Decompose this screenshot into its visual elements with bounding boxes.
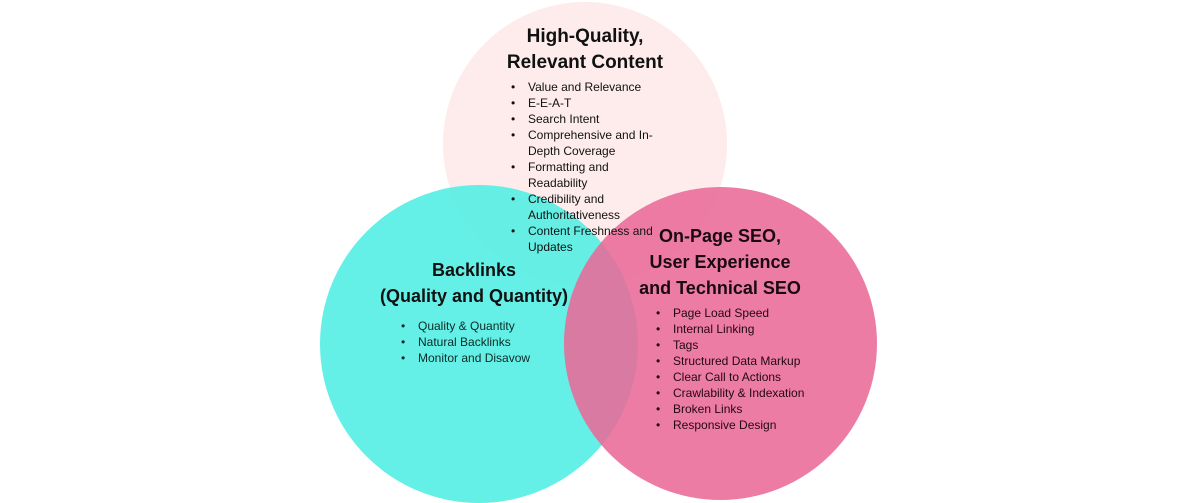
- title-line: and Technical SEO: [639, 278, 801, 298]
- onpage-seo-items-list: Page Load Speed Internal Linking Tags St…: [653, 305, 833, 433]
- list-item: Monitor and Disavow: [398, 350, 568, 366]
- list-item: Comprehensive and In-Depth Coverage: [508, 127, 668, 159]
- list-item: Credibility and Authoritativeness: [508, 191, 668, 223]
- content-circle-title: High-Quality, Relevant Content: [485, 24, 685, 76]
- list-item: Quality & Quantity: [398, 318, 568, 334]
- list-item: Page Load Speed: [653, 305, 833, 321]
- title-line: (Quality and Quantity): [379, 286, 568, 306]
- list-item: Structured Data Markup: [653, 353, 833, 369]
- list-item: Clear Call to Actions: [653, 369, 833, 385]
- list-item: Internal Linking: [653, 321, 833, 337]
- list-item: Tags: [653, 337, 833, 353]
- list-item: Natural Backlinks: [398, 334, 568, 350]
- list-item: Formatting and Readability: [508, 159, 668, 191]
- list-item: Content Freshness and Updates: [508, 223, 668, 255]
- list-item: Value and Relevance: [508, 79, 668, 95]
- list-item: Broken Links: [653, 401, 833, 417]
- list-item: Responsive Design: [653, 417, 833, 433]
- backlinks-circle-title: Backlinks (Quality and Quantity): [360, 257, 588, 309]
- backlinks-items-list: Quality & Quantity Natural Backlinks Mon…: [398, 318, 568, 366]
- title-line: User Experience: [649, 252, 791, 272]
- title-line: Relevant Content: [506, 52, 664, 73]
- title-line: On-Page SEO,: [658, 226, 782, 246]
- onpage-seo-circle-title: On-Page SEO, User Experience and Technic…: [620, 223, 820, 301]
- list-item: Crawlability & Indexation: [653, 385, 833, 401]
- content-items-list: Value and Relevance E-E-A-T Search Inten…: [508, 79, 668, 255]
- title-line: Backlinks: [431, 260, 517, 280]
- list-item: Search Intent: [508, 111, 668, 127]
- title-line: High-Quality,: [526, 26, 644, 47]
- list-item: E-E-A-T: [508, 95, 668, 111]
